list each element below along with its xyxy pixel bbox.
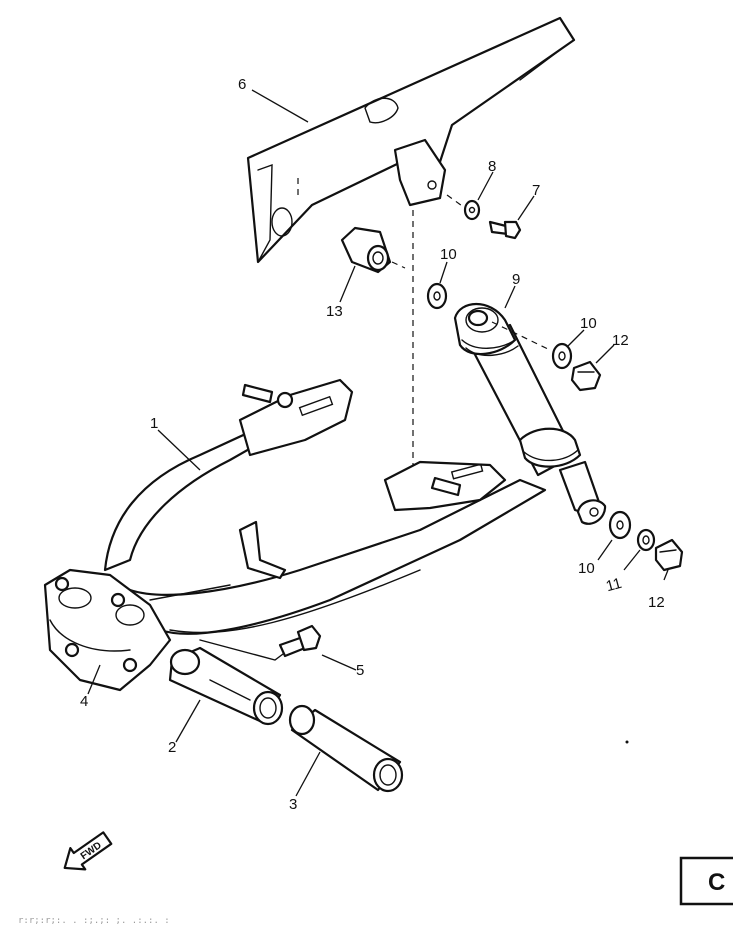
callout-3: 3	[289, 796, 297, 813]
leader-lines	[87, 89, 669, 797]
alignment-line-top	[446, 194, 466, 209]
callout-12-top: 12	[612, 332, 629, 349]
washer-10-right	[551, 342, 573, 370]
callout-10-right: 10	[580, 315, 597, 332]
bolt-7	[488, 220, 522, 240]
pivot-bracket	[43, 568, 172, 692]
washer-10-top	[426, 282, 448, 310]
page-code: C	[708, 869, 725, 896]
callout-4: 4	[80, 693, 88, 710]
footer-scan-text: r:r;:r;:. . :;.;: ;. .:.:. :	[18, 916, 170, 926]
cap-nut-12-top	[570, 360, 602, 392]
callout-6: 6	[238, 76, 246, 93]
lock-washer-11	[636, 528, 656, 552]
page-code-box: C	[679, 856, 733, 906]
callout-7: 7	[532, 182, 540, 199]
callout-10-bottom: 10	[578, 560, 595, 577]
callout-13: 13	[326, 303, 343, 320]
callout-9: 9	[512, 271, 520, 288]
pivot-shaft	[168, 646, 284, 726]
washer-10-bottom	[608, 510, 632, 540]
washer-8	[463, 199, 481, 221]
swingarm	[103, 378, 547, 661]
callout-8: 8	[488, 158, 496, 175]
cap-nut-12-bottom	[654, 538, 684, 572]
collar-bushing	[340, 226, 406, 274]
collar-sleeve	[288, 704, 404, 793]
callout-2: 2	[168, 739, 176, 756]
callout-11: 11	[604, 575, 623, 595]
callout-12-bottom: 12	[648, 594, 665, 611]
callout-1: 1	[150, 415, 158, 432]
forward-arrow: FWD	[63, 831, 113, 871]
chain-case	[246, 16, 576, 264]
callout-5: 5	[356, 662, 364, 679]
rear-shock-absorber	[453, 303, 607, 525]
stray-mark	[625, 740, 629, 744]
pivot-bolt	[278, 624, 322, 658]
callout-10-top: 10	[440, 246, 457, 263]
